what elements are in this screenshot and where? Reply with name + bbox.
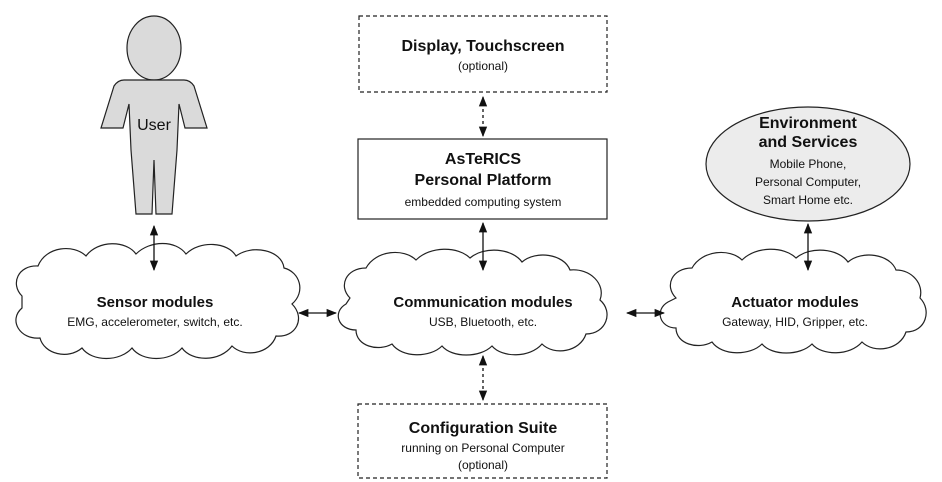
display-box-title: Display, Touchscreen	[401, 38, 564, 55]
actuator-modules-subtitle: Gateway, HID, Gripper, etc.	[722, 315, 868, 329]
platform-box-subtitle: embedded computing system	[405, 195, 562, 209]
communication-modules-subtitle: USB, Bluetooth, etc.	[429, 315, 537, 329]
user-icon	[100, 15, 208, 215]
sensor-modules-subtitle: EMG, accelerometer, switch, etc.	[67, 315, 242, 329]
actuator-modules-cloud: Actuator modules Gateway, HID, Gripper, …	[659, 248, 927, 354]
configuration-suite-title: Configuration Suite	[409, 420, 558, 437]
environment-line2: Personal Computer,	[755, 175, 861, 189]
environment-title-line1: Environment	[759, 115, 857, 132]
environment-ellipse: Environment and Services Mobile Phone, P…	[705, 106, 911, 222]
configuration-suite-box: Configuration Suite running on Personal …	[357, 403, 608, 479]
display-box-subtitle: (optional)	[458, 59, 508, 73]
display-box: Display, Touchscreen (optional)	[358, 15, 608, 93]
sensor-modules-cloud: Sensor modules EMG, accelerometer, switc…	[15, 242, 301, 360]
configuration-suite-line1: running on Personal Computer	[401, 441, 564, 455]
environment-line3: Smart Home etc.	[763, 193, 853, 207]
sensor-modules-title: Sensor modules	[97, 294, 214, 311]
platform-box: AsTeRICS Personal Platform embedded comp…	[357, 138, 608, 220]
communication-modules-cloud: Communication modules USB, Bluetooth, et…	[337, 248, 608, 356]
communication-modules-title: Communication modules	[393, 294, 572, 311]
environment-line1: Mobile Phone,	[770, 157, 847, 171]
platform-box-title-line2: Personal Platform	[415, 172, 552, 189]
user-figure: User	[100, 15, 208, 215]
actuator-modules-title: Actuator modules	[731, 294, 859, 311]
platform-box-title-line1: AsTeRICS	[445, 151, 521, 168]
user-label: User	[137, 117, 171, 134]
environment-title-line2: and Services	[759, 134, 858, 151]
configuration-suite-line2: (optional)	[458, 458, 508, 472]
